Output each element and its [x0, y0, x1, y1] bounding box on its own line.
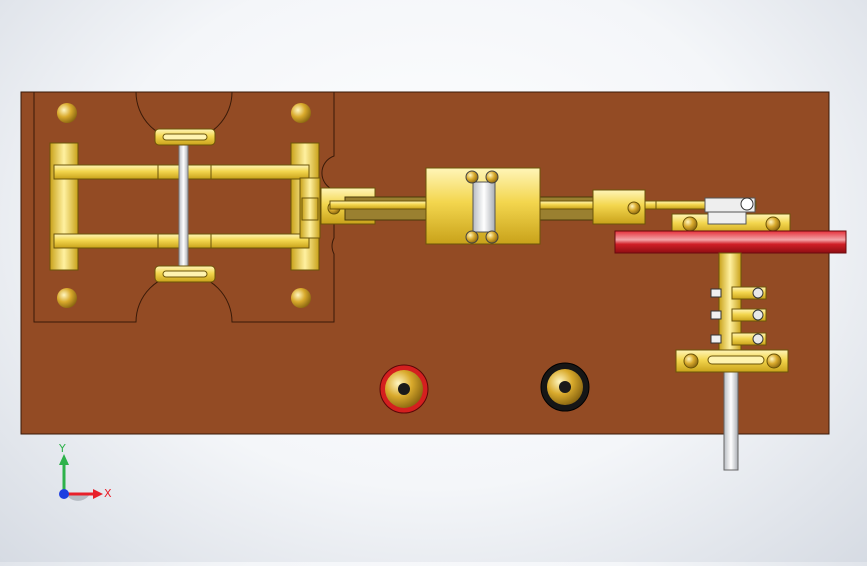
coil-rod	[178, 139, 189, 273]
x-axis-label: X	[104, 487, 112, 500]
terminal-red[interactable]	[379, 364, 429, 414]
terminal-black[interactable]	[540, 362, 590, 412]
screw-head	[291, 103, 311, 123]
orientation-triad[interactable]: Y X	[58, 442, 112, 501]
collar-1[interactable]	[710, 286, 767, 300]
screw-head	[291, 288, 311, 308]
screw-head	[57, 103, 77, 123]
collar-3[interactable]	[710, 332, 767, 346]
screw-head	[57, 288, 77, 308]
y-axis-label: Y	[58, 442, 66, 455]
clip-bottom[interactable]	[154, 265, 216, 283]
collar-2[interactable]	[710, 308, 767, 322]
clip-top[interactable]	[154, 128, 216, 146]
flywheel[interactable]	[614, 230, 847, 254]
